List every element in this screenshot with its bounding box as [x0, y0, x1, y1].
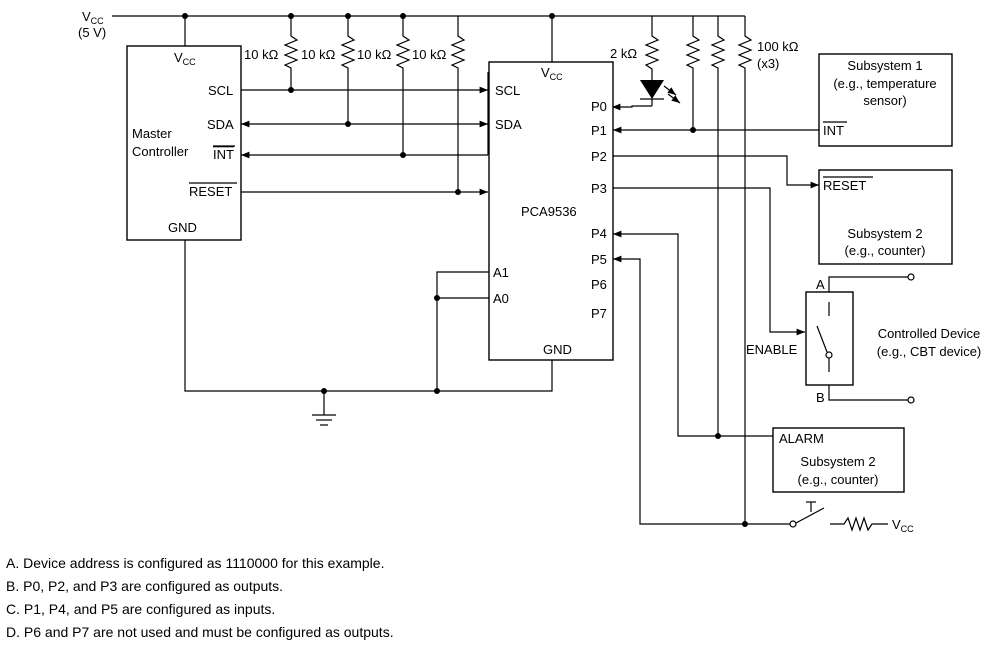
resistor-icon	[830, 516, 888, 532]
ground-bus-wire	[184, 240, 553, 392]
master-scl-label: SCL	[208, 83, 233, 98]
junction-dot	[400, 13, 406, 19]
p3-output-wire	[613, 187, 805, 336]
subsystem1-int-label: INT	[823, 123, 844, 138]
pullup-resistor-p4	[710, 16, 726, 436]
junction-dot	[434, 388, 440, 394]
junction-dot	[345, 13, 351, 19]
junction-dot	[455, 189, 461, 195]
chip-p0-label: P0	[591, 99, 607, 114]
chip-a0-label: A0	[493, 291, 509, 306]
resistor-10k-label-3: 10 kΩ	[357, 47, 392, 62]
chip-p5-label: P5	[591, 252, 607, 267]
switch-icon	[816, 302, 833, 372]
chip-sda-label: SDA	[495, 117, 522, 132]
resistor-100k-label: 100 kΩ	[757, 39, 799, 54]
resistor-2k	[644, 16, 660, 80]
resistor-10k-label-1: 10 kΩ	[244, 47, 279, 62]
junction-dot	[742, 521, 748, 527]
resistor-2k-label: 2 kΩ	[610, 46, 637, 61]
chip-p3-label: P3	[591, 181, 607, 196]
chip-name-label: PCA9536	[521, 204, 577, 219]
chip-p7-label: P7	[591, 306, 607, 321]
controlled-device-b-label: B	[816, 390, 825, 405]
subsystem2-reset-line1: Subsystem 2	[847, 226, 922, 241]
pullup-resistor-reset	[450, 16, 466, 192]
chip-vcc-label: VCC	[541, 65, 563, 82]
controlled-device-a-label: A	[816, 277, 825, 292]
pullup-resistor-sda	[340, 16, 356, 124]
subsystem1-line1: Subsystem 1	[847, 58, 922, 73]
master-name-line1: Master	[132, 126, 172, 141]
junction-dot	[288, 87, 294, 93]
pullup-resistor-scl	[283, 16, 299, 90]
subsystem1-line2: (e.g., temperature	[833, 76, 936, 91]
schematic: VCC (5 V) 10 kΩ 10 kΩ 10 kΩ 10 kΩ 2 kΩ	[78, 9, 982, 534]
vcc-switch-label: VCC	[892, 517, 914, 534]
chip-p4-label: P4	[591, 226, 607, 241]
junction-dot	[715, 433, 721, 439]
a1-wire	[436, 271, 489, 391]
controlled-device-line1: Controlled Device	[878, 326, 981, 341]
footnote-a: A. Device address is configured as 11100…	[6, 555, 385, 571]
chip-gnd-label: GND	[543, 342, 572, 357]
chip-p2-label: P2	[591, 149, 607, 164]
chip-scl-label: SCL	[495, 83, 520, 98]
led-icon	[640, 80, 681, 106]
junction-dot	[182, 13, 188, 19]
master-sda-label: SDA	[207, 117, 234, 132]
subsystem2-reset-pin: RESET	[823, 178, 866, 193]
footnote-b: B. P0, P2, and P3 are configured as outp…	[6, 578, 284, 594]
ground-icon	[312, 391, 336, 426]
master-name-line2: Controller	[132, 144, 189, 159]
terminal-b-icon	[907, 396, 915, 404]
footnote-d: D. P6 and P7 are not used and must be co…	[6, 624, 394, 640]
terminal-b-wire	[828, 385, 908, 401]
footnotes: A. Device address is configured as 11100…	[6, 552, 394, 644]
subsystem1-box	[818, 53, 953, 147]
subsystem2-alarm-box	[772, 427, 905, 493]
master-reset-label: RESET	[189, 184, 232, 199]
footnote-c: C. P1, P4, and P5 are configured as inpu…	[6, 601, 276, 617]
pca9536-chip	[488, 61, 614, 361]
master-int-label: INT	[213, 147, 234, 162]
chip-p1-label: P1	[591, 123, 607, 138]
junction-dot	[549, 13, 555, 19]
p4-input-wire	[613, 230, 773, 437]
controlled-device-line2: (e.g., CBT device)	[877, 344, 982, 359]
terminal-a-wire	[828, 276, 908, 292]
subsystem2-reset-box	[818, 169, 953, 265]
pushbutton-switch-icon	[789, 501, 825, 528]
terminal-a-icon	[907, 273, 915, 281]
resistor-100k-qty: (x3)	[757, 56, 779, 71]
led-to-p0-wire	[612, 103, 652, 111]
subsystem1-line3: sensor)	[863, 93, 906, 108]
junction-dot	[434, 295, 440, 301]
junction-dot	[345, 121, 351, 127]
resistor-10k-label-2: 10 kΩ	[301, 47, 336, 62]
resistor-10k-label-4: 10 kΩ	[412, 47, 447, 62]
master-vcc-label: VCC	[174, 50, 196, 67]
p2-output-wire	[613, 155, 819, 189]
junction-dot	[690, 127, 696, 133]
pullup-resistor-p5	[737, 16, 753, 524]
junction-dot	[400, 152, 406, 158]
master-controller-box	[126, 45, 242, 241]
chip-a1-label: A1	[493, 265, 509, 280]
master-gnd-label: GND	[168, 220, 197, 235]
vcc-top-voltage: (5 V)	[78, 25, 106, 40]
chip-p6-label: P6	[591, 277, 607, 292]
subsystem2-alarm-pin: ALARM	[779, 431, 824, 446]
subsystem2-reset-line2: (e.g., counter)	[845, 243, 926, 258]
subsystem2-alarm-line1: Subsystem 2	[800, 454, 875, 469]
junction-dot	[288, 13, 294, 19]
pullup-resistor-int	[395, 16, 411, 155]
vcc-top-label: VCC	[82, 9, 104, 26]
pullup-resistor-p1	[685, 16, 701, 130]
controlled-device-enable-label: ENABLE	[746, 342, 798, 357]
p5-input-wire	[613, 255, 790, 525]
subsystem2-alarm-line2: (e.g., counter)	[798, 472, 879, 487]
